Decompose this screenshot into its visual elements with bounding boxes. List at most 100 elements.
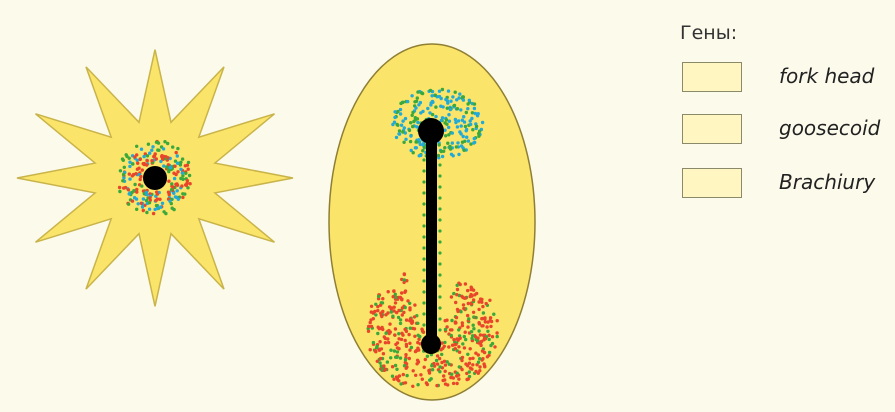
anterior-expression-dot <box>447 89 450 92</box>
anterior-expression-dot <box>446 101 449 104</box>
posterior-expression-dot <box>370 325 373 328</box>
notochord-dot <box>422 279 425 282</box>
posterior-expression-dot <box>397 309 400 312</box>
posterior-expression-dot <box>478 357 481 360</box>
anterior-expression-dot <box>478 130 481 133</box>
legend-label-goosecoid: goosecoid <box>779 116 880 140</box>
anterior-expression-dot <box>474 112 477 115</box>
posterior-expression-dot <box>485 302 488 305</box>
anterior-expression-dot <box>468 99 471 102</box>
posterior-expression-dot <box>483 317 486 320</box>
anterior-expression-dot <box>460 124 463 127</box>
anterior-expression-dot <box>473 107 476 110</box>
star-expression-dot <box>136 162 139 165</box>
star-expression-dot <box>140 184 143 187</box>
anterior-expression-dot <box>455 98 458 101</box>
star-expression-dot <box>181 174 184 177</box>
posterior-expression-dot <box>471 363 474 366</box>
notochord-dot <box>438 251 441 254</box>
posterior-expression-dot <box>438 370 441 373</box>
star-expression-dot <box>159 206 162 209</box>
anterior-expression-dot <box>409 134 412 137</box>
posterior-expression-dot <box>380 313 383 316</box>
star-expression-dot <box>148 152 151 155</box>
anterior-expression-dot <box>471 111 474 114</box>
star-expression-dot <box>148 201 151 204</box>
posterior-expression-dot <box>483 365 486 368</box>
anterior-expression-dot <box>414 106 417 109</box>
star-expression-dot <box>170 202 173 205</box>
posterior-expression-dot <box>404 289 407 292</box>
posterior-expression-dot <box>404 353 407 356</box>
anterior-expression-dot <box>412 151 415 154</box>
anterior-expression-dot <box>401 101 404 104</box>
star-expression-dot <box>128 177 131 180</box>
posterior-expression-dot <box>461 321 464 324</box>
posterior-expression-dot <box>426 355 429 358</box>
anterior-expression-dot <box>454 91 457 94</box>
posterior-expression-dot <box>486 330 489 333</box>
anterior-expression-dot <box>456 141 459 144</box>
star-expression-dot <box>181 196 184 199</box>
legend-title: Гены: <box>680 22 737 44</box>
posterior-expression-dot <box>397 347 400 350</box>
anterior-expression-dot <box>449 100 452 103</box>
anterior-expression-dot <box>473 102 476 105</box>
posterior-expression-dot <box>382 352 385 355</box>
anterior-expression-dot <box>416 121 419 124</box>
posterior-expression-dot <box>489 325 492 328</box>
posterior-expression-dot <box>403 278 406 281</box>
anterior-expression-dot <box>455 145 458 148</box>
anterior-expression-dot <box>396 110 399 113</box>
posterior-expression-dot <box>367 330 370 333</box>
posterior-expression-dot <box>421 329 424 332</box>
posterior-expression-dot <box>464 282 467 285</box>
posterior-expression-dot <box>373 310 376 313</box>
posterior-expression-dot <box>396 341 399 344</box>
anterior-expression-dot <box>444 134 447 137</box>
star-expression-dot <box>169 166 172 169</box>
anterior-expression-dot <box>416 90 419 93</box>
posterior-expression-dot <box>416 383 419 386</box>
notochord-dot <box>422 246 425 249</box>
posterior-expression-dot <box>372 317 375 320</box>
posterior-expression-dot <box>400 332 403 335</box>
posterior-expression-dot <box>486 355 489 358</box>
notochord-dot <box>438 185 441 188</box>
star-expression-dot <box>131 162 134 165</box>
anterior-expression-dot <box>477 112 480 115</box>
posterior-expression-dot <box>384 368 387 371</box>
legend-swatch-fork-head <box>682 62 742 92</box>
anterior-expression-dot <box>434 105 437 108</box>
posterior-expression-dot <box>444 370 447 373</box>
star-expression-dot <box>162 210 165 213</box>
posterior-expression-dot <box>374 349 377 352</box>
notochord-dot <box>438 218 441 221</box>
anterior-expression-dot <box>445 118 448 121</box>
notochord-dot <box>422 158 425 161</box>
star-expression-dot <box>118 190 121 193</box>
posterior-expression-dot <box>452 338 455 341</box>
posterior-expression-dot <box>395 368 398 371</box>
star-expression-dot <box>163 155 166 158</box>
posterior-expression-dot <box>456 310 459 313</box>
star-expression-dot <box>156 207 159 210</box>
posterior-expression-dot <box>407 333 410 336</box>
star-expression-dot <box>188 182 191 185</box>
posterior-expression-dot <box>409 327 412 330</box>
anterior-expression-dot <box>431 113 434 116</box>
legend-swatch-brachiury <box>682 168 742 198</box>
legend-label-fork-head: fork head <box>779 64 874 88</box>
star-expression-dot <box>119 169 122 172</box>
anterior-expression-dot <box>391 123 394 126</box>
posterior-expression-dot <box>492 313 495 316</box>
posterior-expression-dot <box>489 316 492 319</box>
posterior-expression-dot <box>413 303 416 306</box>
posterior-expression-dot <box>399 382 402 385</box>
posterior-expression-dot <box>458 351 461 354</box>
star-expression-dot <box>127 203 130 206</box>
posterior-expression-dot <box>386 311 389 314</box>
anterior-expression-dot <box>466 107 469 110</box>
anterior-expression-dot <box>420 91 423 94</box>
posterior-expression-dot <box>467 317 470 320</box>
